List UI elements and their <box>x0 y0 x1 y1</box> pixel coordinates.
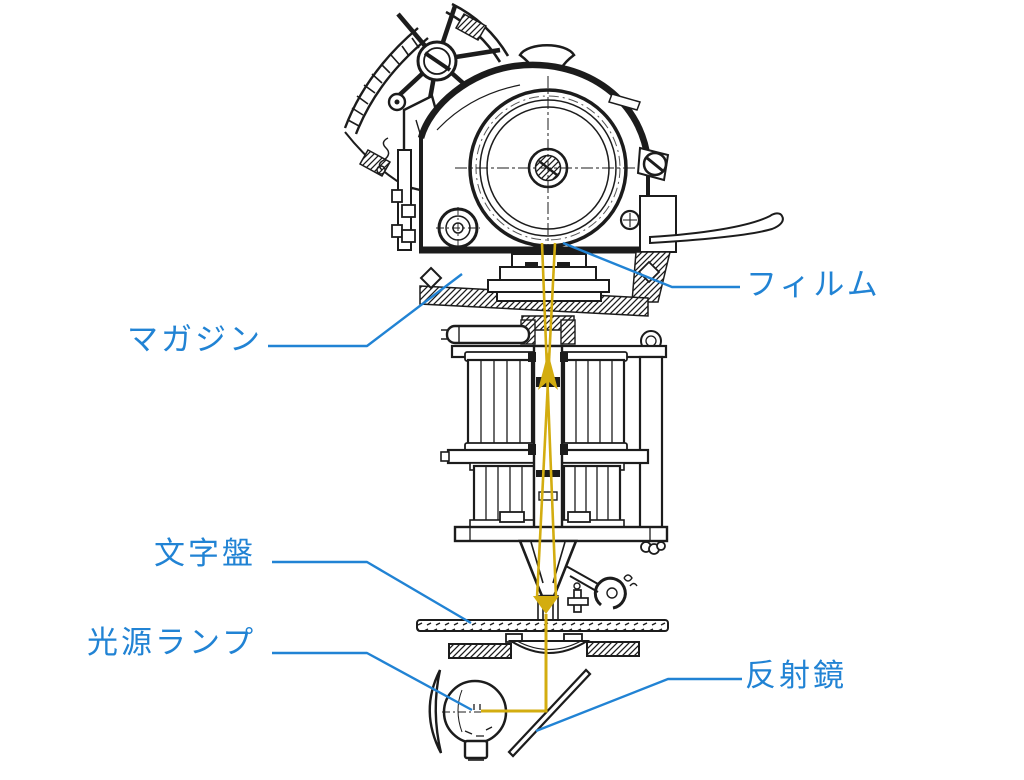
film-gate <box>419 253 649 345</box>
label-magazine: マガジン <box>127 322 263 358</box>
light-source-lamp <box>442 679 508 761</box>
roller-column <box>440 324 668 531</box>
reflector-shade <box>428 669 443 754</box>
leader-lamp <box>272 651 473 712</box>
lens-carrier <box>453 511 669 621</box>
condenser-lens <box>448 633 640 659</box>
label-film: フィルム <box>746 267 881 303</box>
leader-film <box>562 241 740 289</box>
housing-porthole <box>436 207 480 249</box>
label-light-source-lamp: 光源ランプ <box>87 625 257 661</box>
light-path-arrow-up-icon <box>538 352 558 390</box>
leader-mirror <box>535 677 742 733</box>
housing-right-fittings <box>619 146 784 303</box>
sector-teeth <box>347 37 420 127</box>
light-path-focus-triangle <box>533 596 559 614</box>
leader-dial <box>272 560 472 625</box>
label-reflector: 反射鏡 <box>745 658 847 694</box>
release-lever <box>649 212 784 245</box>
film-drum <box>455 76 641 248</box>
lens-cone <box>518 539 578 598</box>
dial-plate <box>416 619 669 632</box>
leader-lines <box>268 241 742 733</box>
light-path <box>481 242 558 713</box>
label-dial-face: 文字盤 <box>154 536 256 572</box>
mirror <box>507 668 592 758</box>
leader-magazine <box>268 273 463 348</box>
